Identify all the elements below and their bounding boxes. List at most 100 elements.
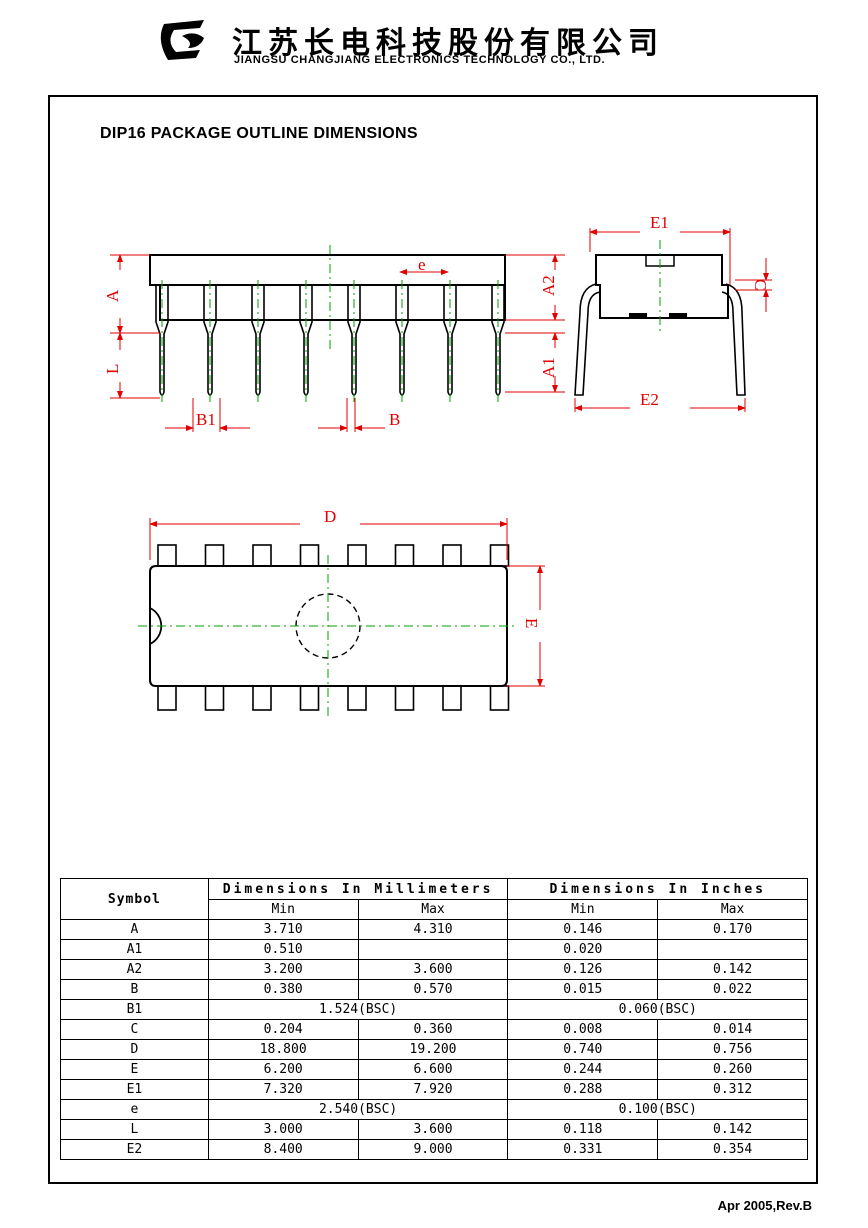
front-lead	[299, 280, 313, 402]
front-lead	[155, 280, 169, 402]
mm-min-cell: 0.380	[207, 979, 359, 1000]
mm-max-cell: 9.000	[357, 1139, 509, 1160]
top-view-pin	[252, 544, 272, 567]
top-view-pin	[252, 685, 272, 711]
company-name-english: JIANGSU CHANGJIANG ELECTRONICS TECHNOLOG…	[234, 54, 606, 66]
label-B1: B1	[196, 410, 216, 429]
top-view-pin	[157, 544, 177, 567]
inch-max-cell: 0.260	[657, 1059, 808, 1080]
label-D: D	[324, 507, 336, 526]
label-e: e	[418, 255, 426, 274]
inch-min-cell: 0.288	[507, 1079, 659, 1100]
symbol-cell: B1	[60, 999, 209, 1020]
symbol-cell: C	[60, 1019, 209, 1040]
package-drawing: A L B1 B e A2 A1 E1 E2 C	[103, 213, 772, 720]
symbol-cell: B	[60, 979, 209, 1000]
label-A1: A1	[539, 357, 558, 378]
side-dimensions	[574, 228, 772, 412]
symbol-header: Symbol	[60, 878, 209, 920]
top-view-pin	[204, 544, 225, 567]
symbol-cell: L	[60, 1119, 209, 1140]
front-lead	[203, 280, 217, 402]
mm-header: Dimensions In Millimeters	[207, 878, 509, 900]
mm-max-cell: 0.570	[357, 979, 509, 1000]
symbol-cell: E	[60, 1059, 209, 1080]
inch-min-cell: 0.331	[507, 1139, 659, 1160]
mm-min-header: Min	[207, 899, 359, 920]
mm-max-cell: 7.920	[357, 1079, 509, 1100]
dimensions-table: Symbol Dimensions In Millimeters Dimensi…	[60, 878, 808, 1160]
top-view-pin	[489, 544, 510, 567]
symbol-cell: A2	[60, 959, 209, 980]
top-view-pin	[347, 544, 367, 567]
top-view-pin	[299, 544, 320, 567]
mm-min-cell: 3.200	[207, 959, 359, 980]
top-view-pins	[157, 544, 510, 711]
inch-min-cell: 0.020	[507, 939, 659, 960]
mm-min-cell: 3.710	[207, 919, 359, 940]
company-header: 江苏长电科技股份有限公司 JIANGSU CHANGJIANG ELECTRON…	[160, 18, 730, 68]
front-lead	[443, 280, 457, 402]
mm-max-cell: 3.600	[357, 959, 509, 980]
top-centerlines	[138, 555, 518, 720]
inch-min-cell: 0.015	[507, 979, 659, 1000]
front-lead	[491, 280, 505, 402]
label-E1: E1	[650, 213, 669, 232]
front-dimensions	[110, 254, 565, 432]
mm-min-cell: 18.800	[207, 1039, 359, 1060]
mm-max-cell	[357, 939, 509, 960]
top-view-pin	[299, 685, 320, 711]
inch-min-cell: 0.740	[507, 1039, 659, 1060]
mm-min-cell: 7.320	[207, 1079, 359, 1100]
table-subheader-row: Min Max Min Max	[61, 899, 808, 920]
inch-bsc-cell: 0.060(BSC)	[507, 999, 808, 1020]
inch-min-cell: 0.146	[507, 919, 659, 940]
table-header-row: Symbol Dimensions In Millimeters Dimensi…	[60, 878, 808, 920]
inch-max-cell: 0.170	[657, 919, 808, 940]
front-lead	[395, 280, 409, 402]
symbol-cell: D	[60, 1039, 209, 1060]
top-view-pin	[204, 685, 225, 711]
inch-bsc-cell: 0.100(BSC)	[507, 1099, 808, 1120]
mm-min-cell: 6.200	[207, 1059, 359, 1080]
inch-header: Dimensions In Inches	[507, 878, 808, 900]
top-view-pin	[489, 685, 510, 711]
top-view-pin	[442, 685, 462, 711]
mm-min-cell: 0.510	[207, 939, 359, 960]
front-lead	[347, 280, 361, 402]
top-view-pin	[442, 544, 462, 567]
mm-max-cell: 3.600	[357, 1119, 509, 1140]
company-logo-icon	[160, 20, 204, 60]
inch-max-cell: 0.142	[657, 959, 808, 980]
top-view-pin	[347, 685, 367, 711]
mm-max-header: Max	[357, 899, 509, 920]
document-title: DIP16 PACKAGE OUTLINE DIMENSIONS	[100, 125, 418, 142]
top-view-pin	[394, 544, 415, 567]
inch-max-cell: 0.312	[657, 1079, 808, 1100]
symbol-cell: A1	[60, 939, 209, 960]
label-A: A	[103, 289, 122, 302]
top-view-pin	[157, 685, 177, 711]
top-view-pin	[394, 685, 415, 711]
mm-max-cell: 6.600	[357, 1059, 509, 1080]
inch-max-cell: 0.142	[657, 1119, 808, 1140]
label-E2: E2	[640, 390, 659, 409]
document-frame	[48, 95, 818, 1184]
inch-max-cell: 0.014	[657, 1019, 808, 1040]
company-name-chinese: 江苏长电科技股份有限公司	[232, 26, 664, 61]
front-lead	[251, 280, 265, 402]
symbol-cell: E2	[60, 1139, 209, 1160]
side-view	[574, 254, 746, 396]
mm-max-cell: 4.310	[357, 919, 509, 940]
mm-max-cell: 19.200	[357, 1039, 509, 1060]
inch-min-cell: 0.008	[507, 1019, 659, 1040]
symbol-cell: e	[60, 1099, 209, 1120]
inch-max-header: Max	[657, 899, 808, 920]
